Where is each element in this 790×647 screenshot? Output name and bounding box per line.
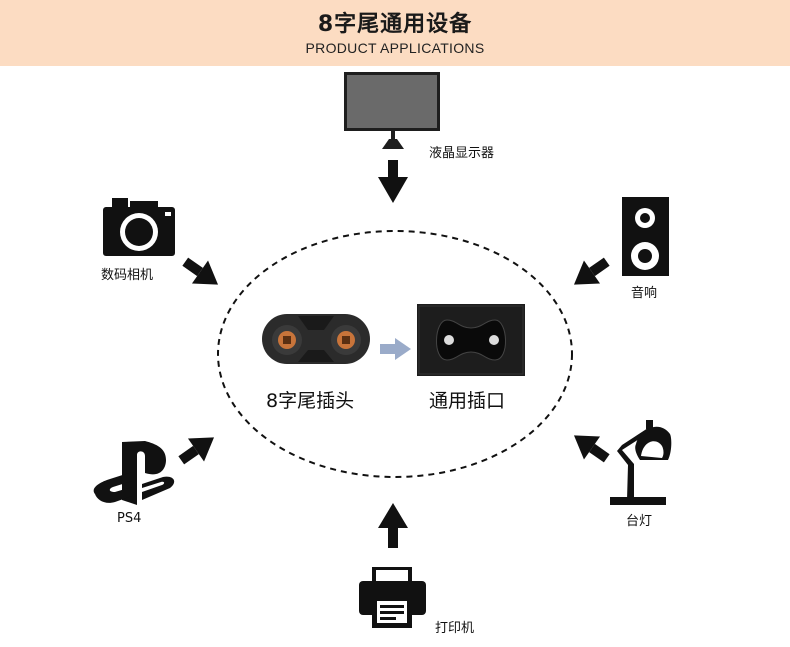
page-title: 8字尾通用设备 — [317, 12, 473, 37]
arrow-ps4-icon — [178, 437, 215, 465]
speaker-label: 音响 — [631, 286, 658, 301]
socket-label: 通用插口 — [429, 390, 506, 412]
ps4-label: PS4 — [117, 511, 142, 526]
arrow-speaker-icon — [573, 257, 610, 285]
lamp-icon — [610, 420, 672, 505]
arrow-camera-icon — [182, 257, 219, 285]
plug-label: 8字尾插头 — [266, 390, 355, 412]
arrow-printer-icon — [378, 503, 408, 548]
figure8-plug-icon — [262, 314, 370, 364]
header-banner: 8字尾通用设备 PRODUCT APPLICATIONS — [0, 0, 790, 66]
monitor-icon — [344, 72, 440, 149]
conversion-arrow-icon — [380, 338, 411, 360]
universal-socket-icon — [417, 304, 525, 376]
printer-icon — [359, 567, 426, 628]
applications-ellipse — [217, 230, 573, 478]
arrow-lamp-icon — [573, 435, 610, 463]
printer-label: 打印机 — [435, 621, 475, 636]
lamp-label: 台灯 — [626, 514, 653, 529]
page-subtitle: PRODUCT APPLICATIONS — [305, 40, 485, 56]
playstation-icon — [93, 441, 175, 505]
arrow-monitor-icon — [378, 160, 408, 203]
monitor-label: 液晶显示器 — [429, 146, 495, 161]
camera-label: 数码相机 — [101, 268, 154, 283]
camera-icon — [103, 198, 175, 256]
speaker-icon — [622, 197, 669, 276]
